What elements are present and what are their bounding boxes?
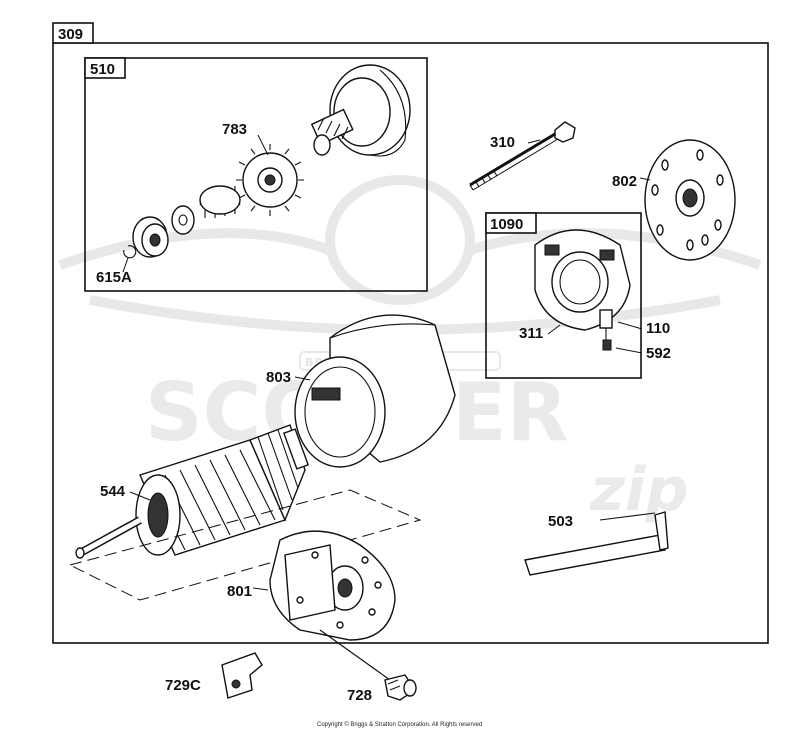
part-label-592: 592 [646,345,671,362]
part-label-544: 544 [100,483,126,500]
drive-housing [310,64,411,157]
drive-box [84,57,428,292]
part-label-311: 311 [519,325,543,342]
armature [68,424,422,601]
through-bolt [469,121,576,191]
part-label-615A: 615A [96,269,132,286]
pinion-gear [236,144,304,216]
leader-lines [122,134,651,591]
part-label-503: 503 [548,513,573,530]
end-cap [644,139,736,261]
main-box-label: 309 [58,26,83,43]
drive-box-tag [84,57,126,79]
part-label-729C: 729C [165,677,201,694]
end-plate [269,530,396,641]
part-label-110: 110 [646,320,670,337]
screw [319,629,417,701]
spring [199,185,241,218]
brush-holder [534,229,631,351]
alignment-plane [68,489,422,601]
copyright-notice: Copyright © Briggs & Stratton Corporatio… [317,721,482,728]
part-label-802: 802 [612,173,637,190]
bracket-clip [221,652,263,699]
main-box [52,42,769,644]
retaining-ring [123,245,137,259]
part-label-801: 801 [227,583,252,600]
washer [171,205,195,235]
stop-collar [132,216,169,258]
motor-frame [294,314,456,468]
brush-box [485,212,642,379]
brush-box-label: 1090 [490,216,523,233]
drive-box-label: 510 [90,61,115,78]
part-label-783: 783 [222,121,247,138]
watermark-script: zip [589,455,688,525]
part-label-803: 803 [266,369,291,386]
part-label-728: 728 [347,687,372,704]
part-label-310: 310 [490,134,515,151]
brush-clip [524,511,669,576]
main-box-tag [52,22,94,44]
brush-box-tag [485,212,537,234]
